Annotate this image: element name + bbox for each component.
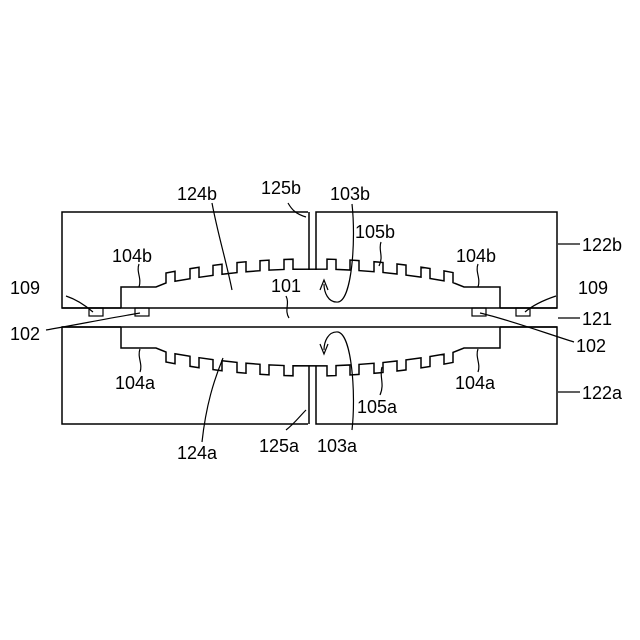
label-109-right: 109 [578, 278, 608, 298]
pad-102-left [135, 308, 149, 316]
leader-124b [212, 203, 232, 290]
label-104a-left: 104a [115, 373, 156, 393]
label-105a: 105a [357, 397, 398, 417]
leader-104a-right [477, 349, 479, 372]
label-102-left: 102 [10, 324, 40, 344]
arrow-103b [324, 204, 353, 302]
label-124a: 124a [177, 443, 218, 463]
label-109-left: 109 [10, 278, 40, 298]
label-103b: 103b [330, 184, 370, 204]
arrow-103a [324, 332, 353, 430]
label-104b-left: 104b [112, 246, 152, 266]
label-103a: 103a [317, 436, 358, 456]
pad-102-right [472, 308, 486, 316]
pad-109-left [89, 308, 103, 316]
label-121: 121 [582, 309, 612, 329]
lower-electrode-104a [121, 327, 500, 376]
leader-104b-left [138, 264, 140, 287]
leader-125a [286, 410, 306, 430]
lower-block-left [62, 327, 309, 424]
label-105b: 105b [355, 222, 395, 242]
upper-electrode-104b [121, 259, 500, 308]
leader-104b-right [477, 264, 479, 287]
label-102-right: 102 [576, 336, 606, 356]
label-101: 101 [271, 276, 301, 296]
label-125b: 125b [261, 178, 301, 198]
label-122b: 122b [582, 235, 622, 255]
leader-104a-left [139, 349, 141, 372]
leader-101 [286, 296, 289, 318]
leader-105a [380, 367, 382, 395]
label-122a: 122a [582, 383, 623, 403]
label-124b: 124b [177, 184, 217, 204]
leader-125b [288, 203, 306, 217]
label-104b-right: 104b [456, 246, 496, 266]
label-104a-right: 104a [455, 373, 496, 393]
label-125a: 125a [259, 436, 300, 456]
